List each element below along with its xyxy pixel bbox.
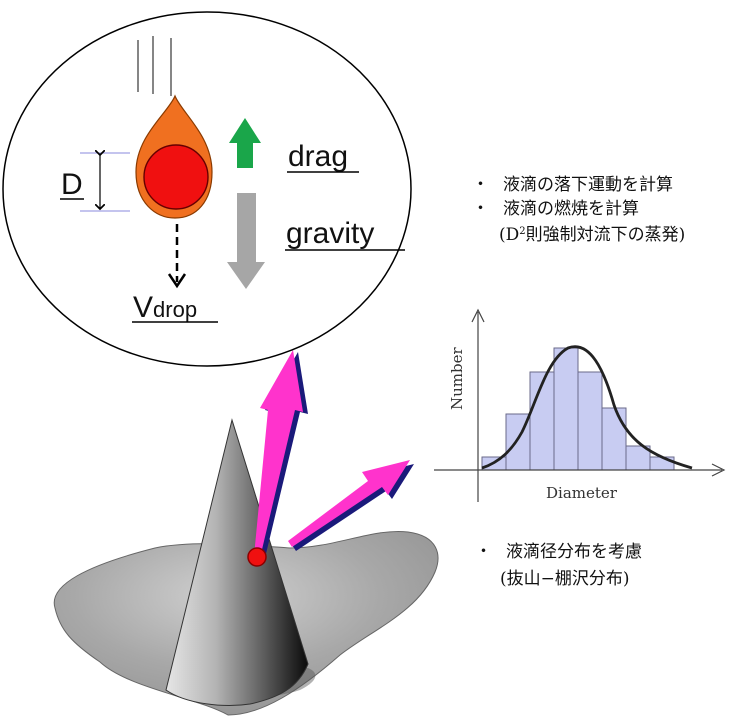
droplet-panel: D Vdrop drag gravity — [2, 11, 412, 367]
gravity-arrow — [227, 193, 265, 289]
trajectory-arrow-1 — [254, 350, 303, 558]
droplet-core — [143, 144, 209, 210]
histogram-x-axis-arrowhead — [711, 463, 726, 477]
drag-label: drag — [288, 140, 348, 173]
note-nukiyama-tanasawa: (抜山−棚沢分布) — [500, 569, 630, 589]
histogram-ylabel: Number — [448, 347, 466, 410]
note-bullet: ・ — [472, 199, 489, 219]
cone-group — [53, 418, 439, 716]
note-d2-sup: 2 — [519, 226, 525, 237]
histogram-bar — [649, 456, 675, 471]
histogram-bar — [601, 407, 627, 471]
velocity-label: Vdrop — [133, 291, 197, 324]
histogram: Number Diameter — [434, 308, 726, 502]
note-bullet: ・ — [472, 175, 489, 195]
drag-arrow — [229, 118, 261, 168]
histogram-bar — [577, 371, 603, 471]
histogram-bar — [625, 445, 651, 471]
note-d2-prefix: (D — [499, 225, 519, 245]
notes-top: ・ 液滴の落下運動を計算 ・ 液滴の燃焼を計算 (D2則強制対流下の蒸発) — [472, 175, 685, 245]
notes-bottom: ・ 液滴径分布を考慮 (抜山−棚沢分布) — [475, 542, 642, 589]
histogram-y-axis-arrowhead — [471, 308, 485, 323]
note-combustion: 液滴の燃焼を計算 — [503, 199, 639, 219]
note-d2-law: (D2則強制対流下の蒸発) — [499, 225, 685, 245]
cone-body — [165, 418, 309, 706]
histogram-xlabel: Diameter — [546, 484, 618, 502]
ember-dot — [247, 547, 267, 567]
gravity-label: gravity — [286, 217, 374, 250]
velocity-label-main: V — [133, 291, 153, 324]
note-bullet: ・ — [475, 542, 492, 562]
note-size-distribution: 液滴径分布を考慮 — [506, 542, 642, 562]
trajectory-arrow-2 — [288, 460, 410, 547]
histogram-bars — [481, 347, 675, 471]
diameter-label: D — [61, 168, 83, 201]
trajectory-arrows — [254, 350, 414, 558]
histogram-bar — [553, 347, 579, 471]
velocity-arrow-head — [167, 273, 187, 289]
note-fall-motion: 液滴の落下運動を計算 — [503, 175, 673, 195]
note-d2-suffix: 則強制対流下の蒸発) — [526, 225, 686, 245]
distribution-curve — [481, 345, 693, 470]
velocity-label-sub: drop — [153, 297, 197, 322]
